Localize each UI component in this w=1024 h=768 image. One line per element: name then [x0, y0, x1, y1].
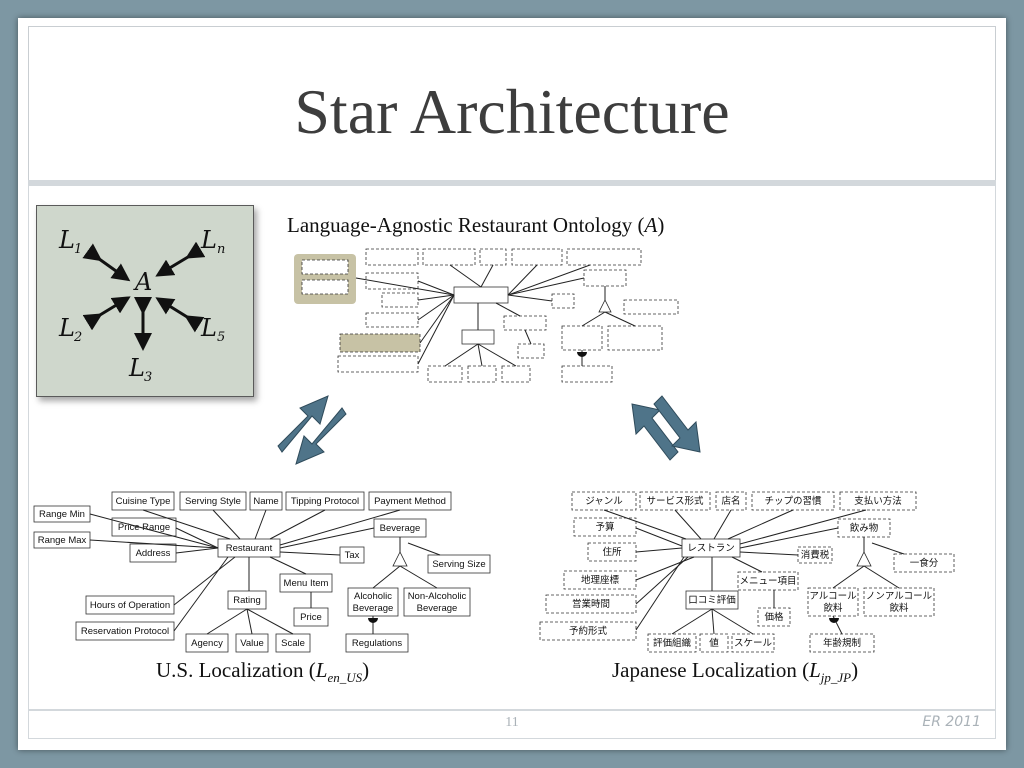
us-name: Name	[253, 496, 278, 507]
star-node-l2: L	[58, 314, 75, 342]
star-center-symbol: A	[133, 268, 152, 296]
us-range-max: Range Max	[38, 535, 87, 546]
jp-budget: 予算	[595, 521, 614, 533]
star-node-l2-sub: 2	[73, 330, 82, 345]
jp-nonalcohol-line1: ノンアルコール	[866, 591, 933, 602]
star-diagram: A L 1 L n L 2 L 5 L 3	[58, 226, 225, 385]
jp-restaurant: レストラン	[687, 543, 735, 554]
us-scale: Scale	[281, 638, 305, 649]
title-area: Star Architecture	[28, 26, 996, 196]
star-node-ln-sub: n	[217, 242, 225, 257]
jp-business-hours: 営業時間	[572, 598, 610, 610]
jp-payment-method: 支払い方法	[854, 495, 902, 507]
jp-geo-coordinates: 地理座標	[581, 574, 620, 586]
jp-per-meal: 一食分	[910, 557, 939, 569]
jp-tip-custom: チップの習慣	[764, 495, 822, 507]
us-caption: U.S. Localization (Len_US)	[156, 658, 370, 686]
star-node-l5: L	[200, 314, 217, 342]
us-payment-method: Payment Method	[374, 496, 446, 507]
star-node-l5-sub: 5	[217, 330, 225, 345]
us-address: Address	[136, 548, 171, 559]
footer: 11 ER 2011	[28, 710, 996, 739]
right-transfer-arrows	[631, 395, 701, 461]
jp-shop-name: 店名	[721, 495, 740, 507]
us-rating: Rating	[233, 595, 260, 606]
jp-nonalcohol-line2: 飲料	[889, 602, 909, 614]
us-cuisine-type: Cuisine Type	[116, 496, 171, 507]
jp-address: 住所	[602, 546, 622, 558]
ontology-diagram	[294, 248, 679, 383]
star-node-l1-sub: 1	[74, 242, 82, 257]
jp-alcohol-line2: 飲料	[823, 602, 843, 614]
us-reservation-protocol: Reservation Protocol	[81, 626, 169, 637]
jp-localization-diagram: ジャンル サービス形式 店名 チップの習慣 支払い方法 予算 住所 レストラン …	[539, 491, 955, 653]
ontology-caption: Language-Agnostic Restaurant Ontology (A…	[287, 213, 665, 237]
jp-caption: Japanese Localization (Ljp_JP)	[612, 658, 859, 686]
us-nonalcoholic-line1: Non-Alcoholic	[408, 591, 467, 602]
us-menu-item: Menu Item	[284, 578, 329, 589]
us-tax: Tax	[345, 550, 360, 561]
jp-age-restriction: 年齢規制	[823, 637, 861, 649]
us-value: Value	[240, 638, 264, 649]
star-arrows	[82, 241, 206, 351]
jp-review-rating: 口コミ評価	[688, 594, 736, 606]
jp-drink: 飲み物	[850, 522, 879, 534]
page-number: 11	[505, 715, 519, 730]
us-nonalcoholic-line2: Beverage	[417, 603, 458, 614]
jp-scale: スケール	[734, 638, 773, 649]
star-node-l3: L	[128, 354, 145, 382]
jp-rating-org: 評価組織	[653, 637, 692, 649]
us-tipping-protocol: Tipping Protocol	[291, 496, 359, 507]
star-node-l3-sub: 3	[144, 370, 152, 385]
us-alcoholic-line2: Beverage	[353, 603, 394, 614]
us-range-min: Range Min	[39, 509, 85, 520]
us-alcoholic-line1: Alcoholic	[354, 591, 392, 602]
jp-value: 値	[709, 637, 719, 649]
us-regulations: Regulations	[352, 638, 402, 649]
jp-menu-item: メニュー項目	[739, 576, 796, 587]
jp-consumption-tax: 消費税	[801, 549, 830, 561]
jp-reservation-style: 予約形式	[569, 625, 608, 637]
us-beverage: Beverage	[380, 523, 421, 534]
us-price: Price	[300, 612, 322, 623]
jp-price: 価格	[764, 611, 784, 623]
jp-service-style: サービス形式	[646, 495, 704, 507]
us-serving-style: Serving Style	[185, 496, 241, 507]
us-localization-diagram: Cuisine Type Serving Style Name Tipping …	[33, 491, 491, 653]
ontology-highlight-box	[339, 333, 421, 353]
star-node-l1: L	[58, 226, 75, 254]
star-node-ln: L	[200, 226, 217, 254]
footer-tag: ER 2011	[922, 714, 981, 730]
us-hours-of-operation: Hours of Operation	[90, 600, 170, 611]
us-agency: Agency	[191, 638, 223, 649]
us-restaurant: Restaurant	[226, 543, 273, 554]
slide-title: Star Architecture	[294, 76, 730, 147]
jp-genre: ジャンル	[585, 496, 623, 507]
title-divider	[28, 180, 996, 186]
us-price-range: Price Range	[118, 522, 170, 533]
jp-alcohol-line1: アルコール	[809, 591, 857, 602]
left-transfer-arrows	[277, 395, 347, 465]
us-serving-size: Serving Size	[432, 559, 485, 570]
star-diagram-panel: A L 1 L n L 2 L 5 L 3	[36, 205, 254, 397]
